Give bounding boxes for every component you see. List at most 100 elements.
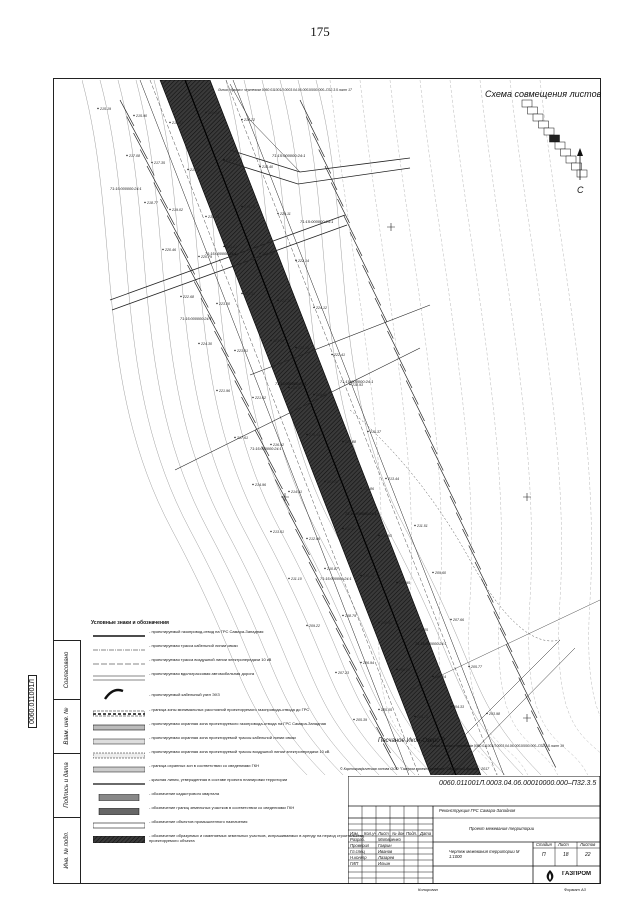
drawing-code: 0060.011001Л.0003.04.06.00010000.000–П32…	[439, 780, 597, 787]
parcel-label: 71:15:000000:24:1	[415, 642, 447, 646]
elevation-point	[378, 708, 380, 711]
elevation-point	[187, 168, 189, 171]
hatch-ticks	[119, 99, 557, 770]
legend-item: - проектируемая охранная зона проектируе…	[85, 749, 415, 763]
elevation-point	[252, 396, 254, 399]
elevation-label: 214.51	[290, 490, 302, 494]
elevation-label: 209.60	[434, 571, 446, 575]
slope-tick	[369, 710, 385, 737]
parcel-label: 71:15:000000:24:1	[250, 447, 282, 451]
elevation-point	[97, 107, 99, 110]
elevation-point	[367, 430, 369, 433]
elevation-point	[223, 158, 225, 161]
elevation-label: 218.77	[146, 201, 159, 205]
slope-tick	[337, 198, 350, 224]
legend-item: - проектируемый кабельный узел ЭХЗ	[85, 685, 415, 707]
slope-tick	[424, 429, 438, 455]
slope-tick	[524, 693, 538, 719]
legend-item-label: - красная линия, утвержденная в составе …	[149, 777, 288, 782]
elevation-label: 215.19	[99, 107, 111, 111]
slope-tick	[261, 446, 277, 473]
contour-line	[153, 80, 380, 775]
role-checker: Проверил	[350, 843, 370, 848]
elevation-point	[259, 165, 261, 168]
elevation-label: 205.39	[355, 718, 367, 722]
slope-tick	[343, 215, 357, 240]
binding-cell-agreed: Согласовано	[54, 641, 80, 700]
elevation-label: 213.86	[362, 487, 374, 491]
elevation-label: 203.98	[488, 712, 500, 716]
elevation-point	[270, 339, 272, 342]
slope-tick	[318, 149, 332, 174]
elevation-label: 205.05	[380, 708, 392, 712]
cartographic-footnote: © Картографическая основа ООО "Газпром п…	[340, 767, 490, 771]
stage-label: Стадия	[536, 842, 552, 847]
elevation-label: 220.79	[200, 255, 212, 259]
format-label: Формат А3	[564, 887, 586, 892]
contour-line	[117, 80, 344, 775]
elevation-label: 206.50	[398, 668, 410, 672]
elevation-label: 220.46	[164, 248, 176, 252]
slope-tick	[126, 116, 142, 143]
slope-tick	[493, 611, 507, 636]
slope-tick	[274, 479, 290, 506]
slope-tick	[543, 743, 557, 768]
elevation-point	[385, 477, 387, 480]
legend-item-label: - обозначение образуемых и изменяемых зе…	[149, 833, 364, 843]
elevation-point	[126, 154, 128, 157]
legend-item-label: - граница зоны минимальных расстояний пр…	[149, 707, 310, 712]
role-norm-control: Н.контр	[350, 855, 367, 860]
slope-tick	[328, 611, 344, 638]
slope-tick	[153, 182, 169, 209]
scheme-sheet-cell	[554, 141, 566, 150]
elevation-point	[378, 621, 380, 624]
header-list: Лист	[378, 831, 389, 836]
elevation-label: 205.77	[470, 665, 483, 669]
slope-tick	[315, 578, 331, 605]
sheets-value: 22	[585, 852, 591, 858]
slope-tick	[301, 545, 317, 572]
legend-item-label: - проектируемая охранная зона проектируе…	[149, 735, 296, 740]
slope-tick	[474, 561, 488, 587]
top-break-line-note: Линия обрыва с чертежом 0060.011001Л.000…	[218, 88, 352, 92]
contour-line	[449, 80, 558, 775]
slope-tick	[227, 363, 243, 391]
elevation-point	[288, 577, 290, 580]
elevation-point	[432, 675, 434, 678]
slope-tick	[214, 330, 229, 358]
elevation-label: 216.44	[308, 433, 320, 437]
header-doc: № док	[392, 831, 404, 836]
elevation-point	[241, 205, 243, 208]
legend-item: - проектируемая охранная зона проектируе…	[85, 721, 415, 735]
binding-inv-label: Инв. № подл.	[64, 831, 70, 869]
elevation-point	[198, 342, 200, 345]
slope-tick	[382, 743, 398, 770]
slope-tick	[349, 231, 363, 257]
pipeline-axis	[184, 80, 457, 775]
svg-text:С: С	[577, 185, 584, 195]
elevation-label: 219.02	[171, 208, 183, 212]
title-block: 0060.011001Л.0003.04.06.00010000.000–П32…	[348, 776, 600, 884]
legend-item: - обозначение границ земельных участков …	[85, 805, 415, 819]
binding-agreed-label: Согласовано	[64, 651, 70, 689]
settlement-label: Песчаное Икон-Озеро 2	[378, 738, 445, 744]
north-arrow-icon: С	[577, 148, 584, 195]
slope-tick	[355, 677, 371, 704]
contour-line	[389, 80, 498, 775]
slope-tick	[241, 396, 256, 424]
elevation-point	[295, 259, 297, 262]
outside-code: 0060.011001Л	[28, 675, 37, 728]
page-number: 175	[310, 24, 330, 39]
settlement-boundary	[349, 409, 561, 642]
elevation-label: 207.23	[337, 671, 349, 675]
elevation-point	[396, 668, 398, 671]
copied-label: Копировал	[418, 887, 438, 892]
elevation-label: 211.93	[380, 534, 392, 538]
contour-line	[479, 80, 588, 775]
elevation-point	[277, 212, 279, 215]
legend: Условные знаки и обозначения - проектиру…	[85, 620, 415, 849]
legend-item: - проектируемый газопровод-отвод на ГРС …	[85, 629, 415, 643]
elevation-label: 215.90	[135, 114, 147, 118]
binding-sign-label: Подпись и дата	[64, 762, 70, 808]
